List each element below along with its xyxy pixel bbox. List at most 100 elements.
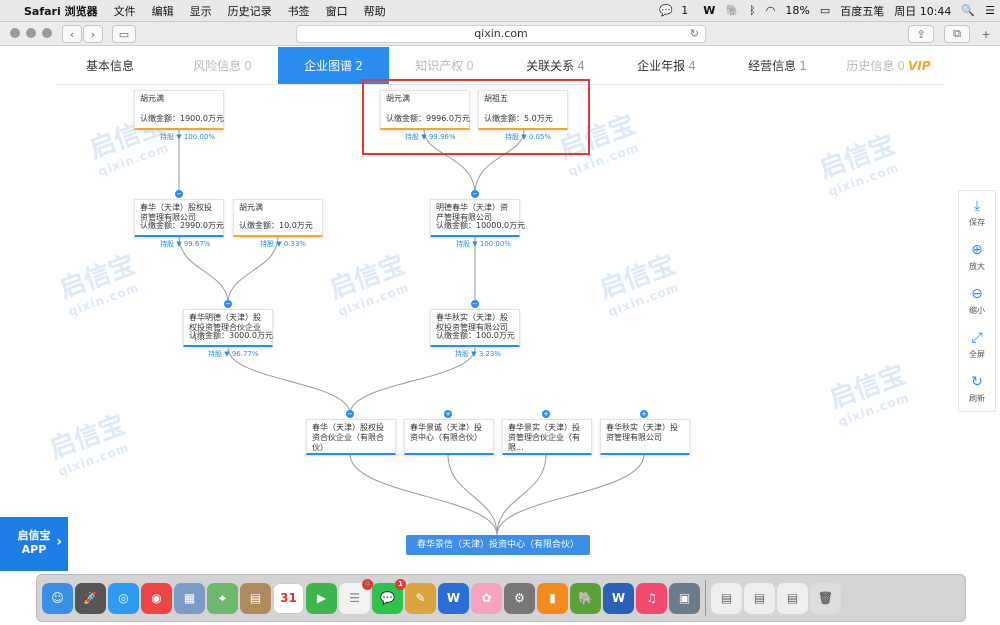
shareholder-node[interactable]: 胡元满 认缴金额：1900.0万元 [134,90,224,130]
photos-icon[interactable]: ✿ [471,582,502,614]
document-thumbnail-icon[interactable]: ▤ [744,582,775,614]
company-node[interactable]: 春华景实（天津）投资管理合伙企业（有限... [502,419,592,455]
tab-basic-info[interactable]: 基本信息 [56,47,167,84]
company-node[interactable]: 春华景诚（天津）投资中心（有限合伙） [404,419,494,455]
calendar-icon[interactable]: 31 [273,582,304,614]
forward-button[interactable]: › [83,25,103,43]
zoom-in-button[interactable]: ⊕放大 [959,235,995,279]
menu-edit[interactable]: 编辑 [151,4,174,18]
menu-history[interactable]: 历史记录 [227,4,272,18]
collapse-toggle[interactable]: − [175,190,183,198]
company-node[interactable]: 春华（天津）股权投资管理有限公司 认缴金额：2990.0万元 [134,199,224,237]
document-thumbnail-icon[interactable]: ▤ [711,582,742,614]
input-method[interactable]: 百度五笔 [840,4,885,18]
new-tab-icon[interactable]: + [981,27,991,41]
node-amount: 认缴金额：2990.0万元 [140,221,224,230]
chrome-icon[interactable]: ◉ [141,582,172,614]
menu-window[interactable]: 窗口 [325,4,348,18]
trash-icon[interactable]: 🗑 [810,582,841,614]
clock[interactable]: 周日 10:44 [894,4,952,18]
save-button[interactable]: ⤓保存 [959,191,995,235]
zoom-out-icon: ⊖ [971,286,983,302]
reminders-icon[interactable]: ☰4 [339,578,373,614]
company-node[interactable]: 春华明德（天津）股权投资管理合伙企业（... 认缴金额：3000.0万元 [183,309,273,347]
refresh-button[interactable]: ↻刷新 [959,367,995,411]
zoom-window-button[interactable] [42,28,52,38]
safari-icon[interactable]: ◎ [108,582,139,614]
reload-icon[interactable]: ↻ [689,27,699,40]
fullscreen-button[interactable]: ⤢全屏 [959,323,995,367]
evernote-icon[interactable]: 🐘 [570,582,601,614]
edge-line [227,235,279,305]
wps-icon[interactable]: W [438,582,469,614]
expand-toggle[interactable]: + [542,410,550,418]
sidebar-toggle-icon[interactable]: ▭ [112,25,136,43]
edge-type: 持股 [456,240,470,248]
collapse-toggle[interactable]: − [471,300,479,308]
expand-toggle[interactable]: + [640,410,648,418]
tab-count: 1 [799,59,807,73]
collapse-toggle[interactable]: − [346,410,354,418]
maps-icon[interactable]: ⌖ [207,582,238,614]
edge-line [447,453,498,536]
menu-bookmarks[interactable]: 书签 [287,4,310,18]
company-node[interactable]: 明德春华（天津）资产管理有限公司 认缴金额：10000.0万元 [430,199,525,237]
url-text: qixin.com [474,27,528,40]
preview-icon[interactable]: ▦ [174,582,205,614]
menu-file[interactable]: 文件 [113,4,136,18]
evernote-status-icon[interactable]: 🐘 [725,4,740,17]
battery-percent[interactable]: 18% [785,4,810,17]
menu-view[interactable]: 显示 [189,4,212,18]
books-icon[interactable]: ▮ [537,582,568,614]
company-node[interactable]: 春华秋实（天津）股权投资管理有限公司 认缴金额：100.0万元 [430,309,520,347]
image-capture-icon[interactable]: ▣ [669,582,700,614]
document-thumbnail-icon[interactable]: ▤ [777,582,808,614]
wifi-icon[interactable]: ◠ [765,4,776,17]
share-icon[interactable]: ⇪ [908,25,934,43]
minimize-window-button[interactable] [26,28,36,38]
contacts-icon[interactable]: ▤ [240,582,271,614]
finder-icon[interactable]: ☺ [42,582,73,614]
shareholder-node[interactable]: 胡元满 认缴金额：9996.0万元 [380,90,470,130]
reminders-badge: 4 [362,578,373,590]
word-icon[interactable]: W [603,582,634,614]
company-node[interactable]: 春华秋实（天津）投资管理有限公司 [600,419,690,455]
menu-app-name[interactable]: Safari 浏览器 [24,4,98,18]
system-preferences-icon[interactable]: ⚙ [504,582,535,614]
collapse-toggle[interactable]: − [224,300,232,308]
shareholder-node[interactable]: 胡祖五 认缴金额：5.0万元 [478,90,568,130]
target-company-node[interactable]: 春华景信（天津）投资中心（有限合伙） [406,535,590,555]
wechat-icon[interactable]: 💬1 [372,578,406,614]
address-bar[interactable]: qixin.com ↻ [296,25,706,43]
textedit-icon[interactable]: ✎ [405,582,436,614]
back-button[interactable]: ‹ [62,25,82,43]
facetime-icon[interactable]: ▶ [306,582,337,614]
bluetooth-icon[interactable]: ᛒ [749,4,756,17]
vip-badge: VIP [908,59,931,73]
spotlight-icon[interactable]: 🔍 [961,4,976,17]
menu-help[interactable]: 帮助 [363,4,386,18]
company-node[interactable]: 春华（天津）股权投资合伙企业（有限合伙） [306,419,396,455]
wechat-status-icon[interactable]: 💬 1 [654,4,698,17]
edge-type: 持股 [505,133,519,141]
expand-toggle[interactable]: + [444,410,452,418]
notification-center-icon[interactable]: ☰ [985,4,995,17]
shareholder-node[interactable]: 胡元满 认缴金额：10.0万元 [233,199,323,237]
music-icon[interactable]: ♫ [636,582,667,614]
word-status-icon[interactable]: W [703,4,716,17]
app-promo-button[interactable]: 启信宝 APP › [0,517,68,571]
launchpad-icon[interactable]: 🚀 [75,582,106,614]
close-window-button[interactable] [10,28,20,38]
promo-subtitle: APP [21,543,47,556]
tabs-overview-icon[interactable]: ⧉ [944,25,970,43]
collapse-toggle[interactable]: − [471,190,479,198]
zoom-out-button[interactable]: ⊖缩小 [959,279,995,323]
